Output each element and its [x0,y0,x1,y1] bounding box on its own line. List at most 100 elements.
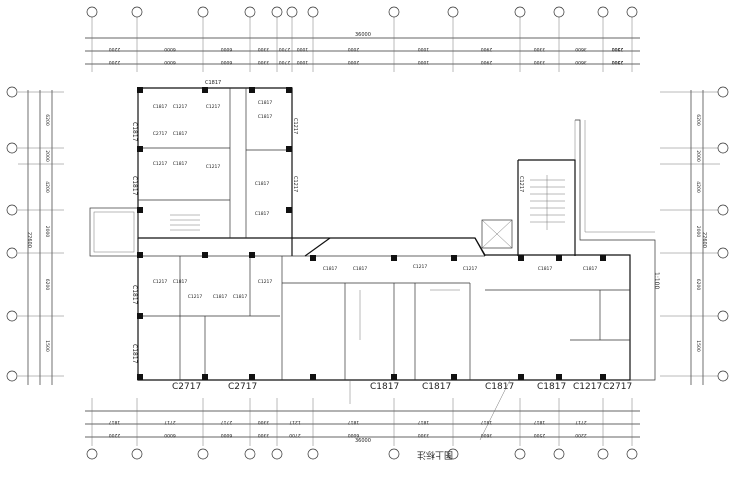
room-tag: C1817 [173,279,188,285]
room-tag: C1817 [538,266,553,272]
window-left-3: C1817 [131,285,138,305]
dimensions.top_rows.0-5: 1000 [297,46,309,52]
window-bottom-3: C1817 [370,382,399,392]
room-tag: C1217 [153,279,168,285]
dimensions.bottom_rows.0-4: 1217 [289,419,301,425]
room-tag: C1817 [213,294,228,300]
room-tag: C1817 [258,114,273,120]
top-grid-bubbles [86,6,638,18]
room-tag: C1817 [583,266,598,272]
dimensions.bottom_rows.1-5: 6000 [348,432,360,438]
room-tag: C1817 [255,211,270,217]
room-tag: C1217 [413,264,428,270]
right-dimension-lines [660,90,720,385]
dimensions.top_rows.0-10: 3600 [575,46,587,52]
dimensions.left_rows-3: 2000 [44,226,50,238]
bottom-total-label: 36000 [355,438,371,444]
right-total-label: 22600 [701,232,707,248]
dimensions.right_rows-0: 6200 [695,114,701,126]
dimensions.left_rows-0: 6200 [44,114,50,126]
dimensions.top_rows.1-0: 2200 [109,59,121,65]
dimensions.top_rows.1-2: 6000 [221,59,233,65]
dimensions.left_rows-2: 4200 [44,181,50,193]
dimensions.bottom_rows.1-2: 6000 [221,432,233,438]
dimensions.right_rows-2: 4200 [695,181,701,193]
right-annotation: 1:100 [653,272,660,289]
dimensions.bottom_rows.0-5: 1817 [348,419,360,425]
window-right-1: C1217 [292,118,298,134]
interior-partitions [138,88,630,380]
dimensions.bottom_rows.1-8: 2500 [534,432,546,438]
dimensions.bottom_rows.1-6: 3300 [418,432,430,438]
bottom-grid-bubbles [86,448,638,460]
dimensions.top_rows.1-1: 6000 [164,59,176,65]
room-tag: C1217 [206,104,221,110]
window-bottom-8: C2717 [603,382,632,392]
dimensions.bottom_rows.1-0: 2200 [109,432,121,438]
dimensions.top_rows.1-11: 2500 [612,59,624,65]
dimensions.top_rows.0-3: 3300 [258,46,270,52]
room-tag: C1217 [206,164,221,170]
room-tag: C1817 [255,181,270,187]
dimensions.bottom_rows.0-3: 3300 [258,419,270,425]
top-dimension-row-1: 2200 6000 6000 3300 2700 1000 2000 1000 2900 3300… [109,46,624,52]
window-bottom-7: C1217 [573,382,602,392]
room-tag: C1817 [353,266,368,272]
bottom-stamp: 图上标注 [417,449,453,461]
room-tag: C1817 [173,131,188,137]
dimensions.top_rows.1-5: 1000 [297,59,309,65]
dimensions.top_rows.1-3: 3300 [258,59,270,65]
dimensions.top_rows.1-10: 3600 [575,59,587,65]
bottom-dimension-lines [85,398,640,446]
dimensions.bottom_rows.1-3: 3300 [258,432,270,438]
dimensions.top_rows.0-7: 1000 [418,46,430,52]
window-right-3: C1217 [518,176,524,192]
room-tag: C2717 [153,131,168,137]
room-tag: C1817 [233,294,248,300]
dimensions.bottom_rows.1-1: 6000 [164,432,176,438]
right-grid-bubbles [717,86,729,382]
dimensions.right_rows-4: 6200 [695,279,701,291]
dimensions.top_rows.0-8: 2900 [481,46,493,52]
room-tag: C1217 [463,266,478,272]
dimensions.top_rows.1-8: 2900 [481,59,493,65]
dimensions.bottom_rows.0-7: 1817 [481,419,493,425]
dimensions.right_rows-3: 2000 [695,226,701,238]
dimensions.top_rows.0-11: 2500 [612,46,624,52]
room-tag: C1817 [153,104,168,110]
structural-columns [137,87,606,380]
dimensions.top_rows.1-12: 2200 [612,59,624,65]
dimensions.top_rows.0-0: 2200 [109,46,121,52]
dimensions.top_rows.1-6: 2000 [348,59,360,65]
dimensions.top_rows.0-9: 3300 [534,46,546,52]
dimensions.bottom_rows.0-0: 1817 [109,419,121,425]
room-tag: C1817 [323,266,338,272]
dimensions.bottom_rows.1-7: 3600 [481,432,493,438]
dimensions.top_rows.1-4: 2700 [279,59,291,65]
window-left-2: C1817 [131,176,138,196]
stair-treads [170,175,565,231]
dimensions.top_rows.0-1: 6000 [164,46,176,52]
window-bottom-5: C1817 [485,382,514,392]
dimensions.top_rows.0-6: 2000 [348,46,360,52]
leader-line [479,379,511,441]
room-tag: C1217 [188,294,203,300]
dimensions.top_rows.1-9: 3300 [534,59,546,65]
window-bottom-6: C1817 [537,382,566,392]
dimensions.bottom_rows.0-1: 2717 [164,419,176,425]
dimensions.top_rows.0-2: 6000 [221,46,233,52]
dimensions.top_rows.0-4: 2700 [279,46,291,52]
window-top-label: C1817 [205,80,221,86]
left-total-label: 22600 [26,232,32,248]
room-tag: C1217 [173,104,188,110]
window-bottom-2: C2717 [228,382,257,392]
dimensions.right_rows-5: 1500 [695,340,701,352]
room-tag: C1217 [258,279,273,285]
top-total-label: 36000 [355,32,371,38]
